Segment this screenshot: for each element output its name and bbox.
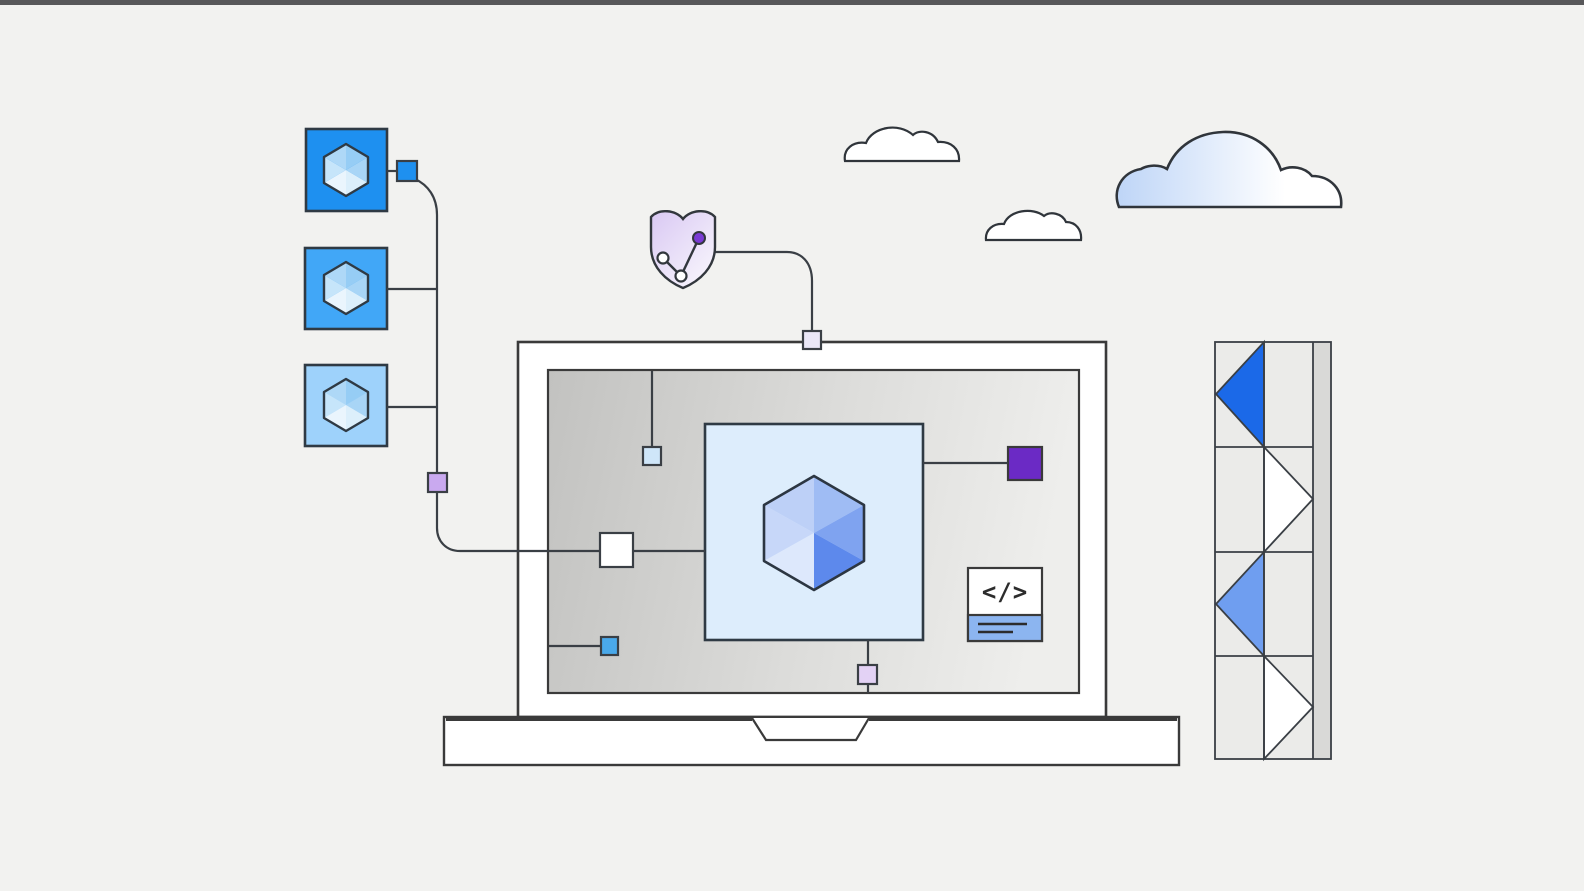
cube-icon-tile-3 xyxy=(322,377,370,433)
code-block: </> xyxy=(966,566,1044,643)
code-footer xyxy=(966,613,1044,643)
cloud-icon-large xyxy=(1115,130,1343,209)
hinge-notch xyxy=(751,717,870,742)
cube-icon-tile-1 xyxy=(322,142,370,198)
code-glyph: </> xyxy=(982,578,1028,606)
connector-line xyxy=(435,492,600,553)
laptop: </> xyxy=(442,340,1181,767)
connector-node-sky xyxy=(641,445,663,467)
connector-nodes xyxy=(395,159,879,686)
cloud-icon-small-1 xyxy=(843,126,961,163)
connector-node-lavender xyxy=(426,471,449,494)
clouds xyxy=(843,126,1343,242)
cube-icon-tile-2 xyxy=(322,260,370,316)
module-tiles xyxy=(303,127,389,448)
top-bar xyxy=(0,0,1584,5)
connector-node-blue-tile xyxy=(395,159,419,183)
cloud-icon-small-2 xyxy=(984,209,1083,242)
purple-block xyxy=(1006,445,1044,482)
connector-node-white xyxy=(598,531,635,569)
pattern-banner xyxy=(1214,339,1332,762)
shield-icon xyxy=(649,210,717,290)
connector-node-top xyxy=(801,329,823,351)
shield-graph-node-1 xyxy=(656,251,670,265)
connector-lines xyxy=(387,169,1008,693)
connector-node-bright-blue xyxy=(599,635,620,657)
shield-graph-node-3 xyxy=(692,231,706,245)
banner-strip xyxy=(1313,342,1331,759)
shield-graph-node-2 xyxy=(674,269,688,283)
connector-node-lavender-light xyxy=(856,663,879,686)
connector-line xyxy=(715,250,814,331)
connector-line xyxy=(414,178,439,473)
